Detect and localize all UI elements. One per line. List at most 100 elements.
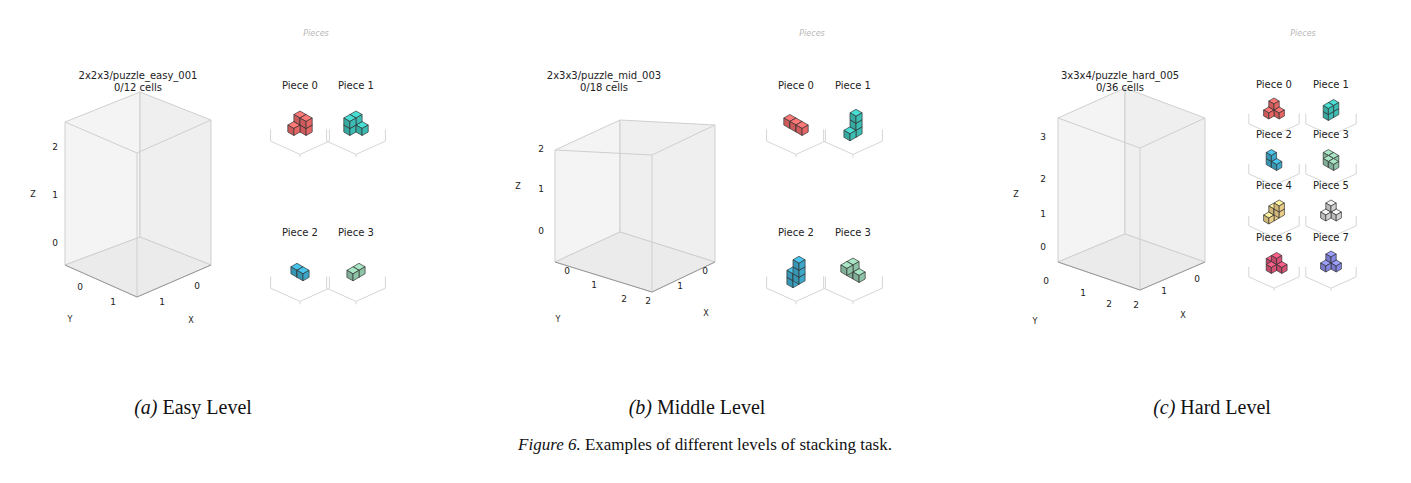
voxel-face: [1326, 212, 1331, 221]
voxel-face: [350, 118, 356, 129]
voxel-face: [1264, 110, 1269, 119]
axis-label: Z: [30, 191, 35, 200]
voxel-face: [1266, 265, 1271, 274]
thumb-axes: [356, 154, 357, 157]
axis-label: 2: [538, 145, 544, 155]
axes-box-hard: [1058, 88, 1205, 290]
voxel-face: [1336, 212, 1341, 221]
voxel-face: [1334, 103, 1339, 112]
voxel-face: [353, 270, 359, 281]
voxel-face: [1331, 212, 1336, 221]
axis-label: X: [1180, 312, 1185, 321]
axis-label: 2: [1133, 301, 1139, 311]
voxel-face: [1269, 215, 1274, 224]
pieces-heading: Pieces: [1290, 30, 1315, 39]
axis-label: 1: [1161, 287, 1167, 297]
voxel-face: [294, 125, 300, 136]
voxel-face: [841, 265, 847, 276]
axis-label: Piece 6: [1256, 232, 1292, 243]
axis-label: Y: [68, 316, 73, 325]
pieces-heading: Pieces: [303, 30, 328, 39]
thumb-axes: [824, 276, 883, 301]
thumb-axes: [300, 154, 301, 157]
subcaption: (c) Hard Level: [1153, 396, 1271, 418]
voxel-face: [1328, 162, 1333, 171]
axis-label: Piece 0: [282, 80, 318, 91]
thumb-axes: [853, 301, 854, 304]
voxel-face: [1282, 265, 1287, 274]
voxel-face: [853, 272, 859, 283]
voxel-face: [853, 262, 859, 273]
voxel-face: [1269, 206, 1274, 215]
axis-label: 0: [702, 267, 708, 277]
axis-label: 0: [1194, 275, 1200, 285]
voxel-face: [359, 267, 365, 278]
voxel-face: [1279, 203, 1284, 212]
voxel-face: [1266, 153, 1271, 162]
voxel-face: [1274, 203, 1279, 212]
voxel-face: [300, 118, 306, 129]
voxel-face: [856, 113, 862, 124]
axis-label: Piece 1: [338, 80, 374, 91]
axis-label: Piece 0: [778, 80, 814, 91]
thumb-axes: [356, 301, 357, 304]
thumb-axes: [271, 276, 330, 301]
voxel-face: [1269, 101, 1274, 110]
axis-label: 2x2x3/puzzle_easy_001: [79, 70, 198, 81]
axis-label: 0: [77, 283, 83, 293]
thumb-axes: [271, 129, 330, 154]
thumb-axes: [1306, 267, 1356, 288]
axis-label: 1: [159, 298, 165, 308]
subcaption: (b) Middle Level: [629, 396, 766, 418]
thumb-axes: [327, 129, 386, 154]
voxel-face: [1264, 215, 1269, 224]
thumb-axes: [1274, 288, 1275, 291]
thumb-axes: [327, 276, 386, 301]
axis-label: 2: [645, 297, 651, 307]
voxel-face: [1277, 265, 1282, 274]
italic-part: Figure 6.: [518, 435, 581, 454]
axis-label: Piece 2: [282, 227, 318, 238]
thumb-axes: [796, 301, 797, 304]
voxel-face: [1274, 110, 1279, 119]
voxel-face: [1334, 162, 1339, 171]
axis-label: 1: [110, 298, 116, 308]
voxel-face: [291, 267, 297, 278]
piece-thumbnails: [271, 98, 1357, 304]
voxel-face: [1336, 263, 1341, 272]
voxel-face: [306, 118, 312, 129]
voxel-face: [784, 118, 790, 129]
axis-label: 1: [591, 281, 597, 291]
axis-label: 0: [564, 267, 570, 277]
voxel-face: [799, 260, 805, 271]
axis-label: 0: [1043, 277, 1049, 287]
voxel-face: [859, 272, 865, 283]
subcaption: (a) Easy Level: [134, 396, 252, 418]
axis-label: Piece 2: [778, 227, 814, 238]
axis-label: Piece 1: [1313, 79, 1349, 90]
thumb-axes: [300, 301, 301, 304]
voxel-face: [1323, 159, 1328, 168]
thumb-axes: [824, 129, 883, 154]
axis-label: X: [188, 317, 193, 326]
voxel-face: [1321, 212, 1326, 221]
axis-label: 0: [52, 239, 58, 249]
axis-label: Z: [515, 183, 520, 192]
italic-part: (b): [629, 396, 652, 418]
voxel-face: [1326, 263, 1331, 272]
voxel-face: [1321, 263, 1326, 272]
voxel-face: [297, 270, 303, 281]
pieces-heading: Pieces: [799, 30, 824, 39]
thumb-axes: [767, 129, 826, 154]
voxel-face: [1269, 110, 1274, 119]
thumb-axes: [853, 154, 854, 157]
voxel-face: [787, 270, 793, 281]
voxel-face: [1271, 162, 1276, 171]
thumb-axes: [796, 154, 797, 157]
axis-label: 1: [538, 185, 544, 195]
axis-label: 2: [1040, 175, 1046, 185]
axis-label: Z: [1013, 191, 1018, 200]
voxel-face: [850, 113, 856, 124]
voxel-face: [1271, 265, 1276, 274]
axis-label: 0: [194, 282, 200, 292]
